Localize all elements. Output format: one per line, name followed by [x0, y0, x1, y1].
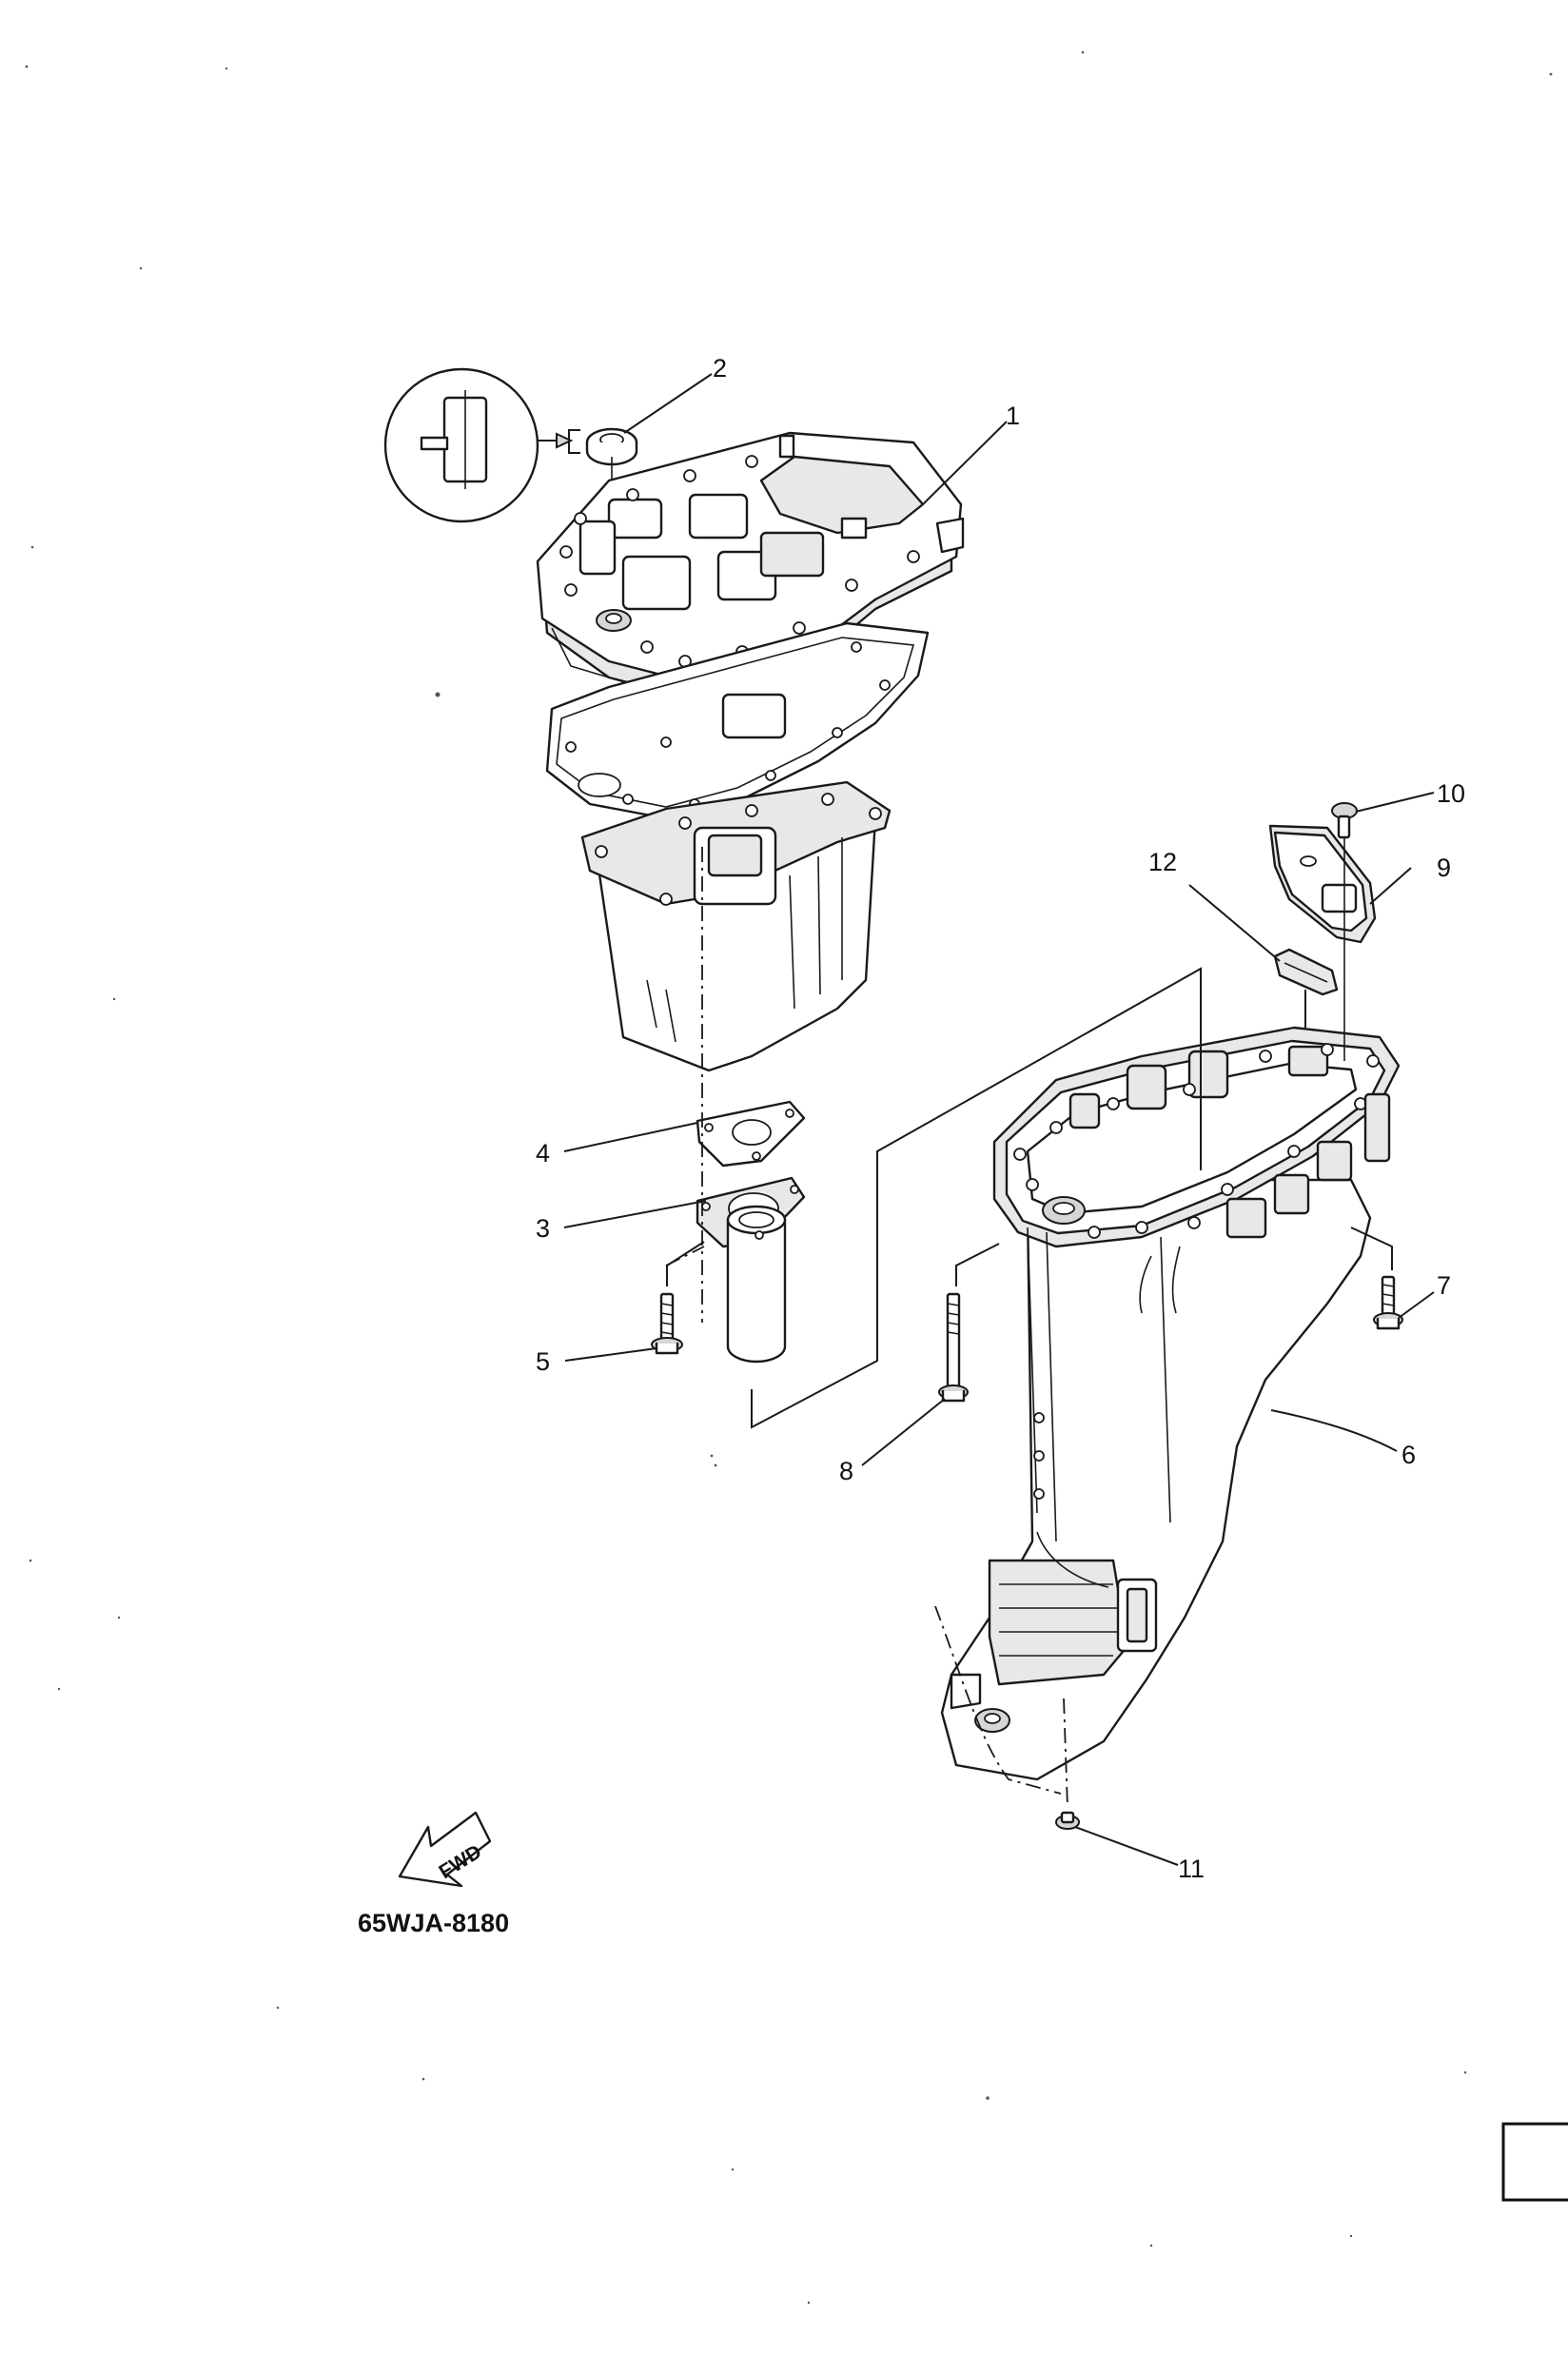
callout-10: 10	[1437, 779, 1465, 808]
part-1-mount-plate	[536, 431, 965, 701]
callout-11: 11	[1178, 1855, 1205, 1883]
callout-6: 6	[1401, 1441, 1416, 1469]
callout-4: 4	[536, 1139, 550, 1168]
detail-inset	[383, 367, 580, 523]
callout-2: 2	[713, 354, 727, 383]
callout-5: 5	[536, 1347, 550, 1376]
part-5-bolt	[651, 1292, 683, 1355]
callouts: 2 1 3 4 5 6 7 8 9 10 12 11	[536, 354, 1465, 1883]
part-2-washer	[585, 427, 638, 618]
assembly-lines	[665, 847, 1393, 1809]
callout-12: 12	[1148, 848, 1177, 876]
oil-pan	[580, 780, 892, 1072]
callout-3: 3	[536, 1214, 550, 1243]
part-9-plate	[1268, 824, 1377, 944]
part-11-screw	[1055, 1811, 1080, 1830]
part-6-housing	[940, 1026, 1401, 1781]
page-tab-box	[1501, 2122, 1568, 2202]
fwd-arrow-icon: FWD	[398, 1811, 492, 1888]
callout-7: 7	[1437, 1271, 1451, 1300]
gasket	[545, 621, 930, 820]
part-3-pipe	[696, 1176, 806, 1364]
part-8-long-bolt	[938, 1292, 969, 1403]
callout-9: 9	[1437, 854, 1451, 882]
callout-8: 8	[839, 1457, 853, 1485]
part-7-bolt	[1373, 1275, 1403, 1330]
callout-1: 1	[1006, 402, 1020, 430]
diagram-code: 65WJA-8180	[358, 1909, 509, 1937]
part-12-clip	[1273, 948, 1339, 996]
part-4-gasket	[696, 1100, 806, 1168]
callout-leaders	[563, 373, 1435, 1866]
scan-specks	[25, 50, 1553, 2305]
part-10-screw	[1331, 802, 1358, 1061]
